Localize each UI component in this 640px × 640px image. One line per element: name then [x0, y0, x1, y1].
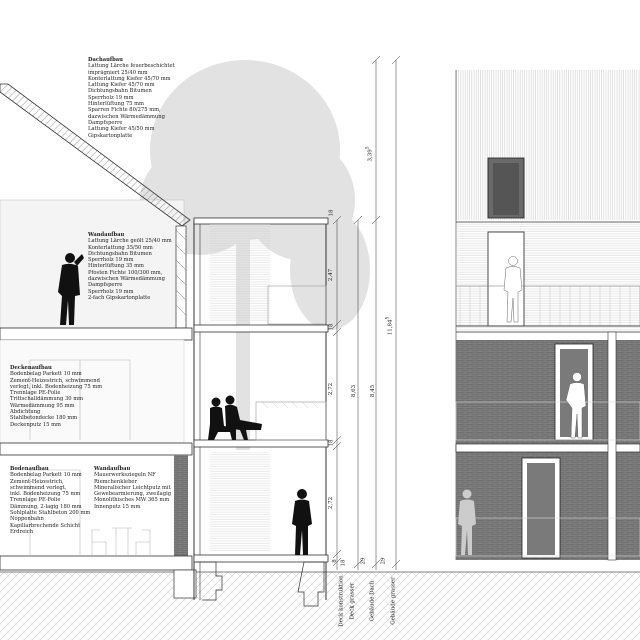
note-wandaufbau-unten: Wandaufbau Mauerwerksziegeln NF Riemchen… — [94, 466, 171, 510]
note-line: Dämmung, 2-lagig 180 mm — [10, 503, 82, 510]
note-line: Dampfsperre — [88, 282, 123, 289]
note-line: Pfosten Fichte 100/300 mm, — [88, 269, 163, 276]
note-line: dazwischen Wärmedämmung — [88, 276, 165, 283]
slab-middle — [0, 442, 193, 456]
note-line: Mineralischer Leichtputz mit — [94, 484, 171, 491]
note-line: Zement-Heizestrich, schwimmend — [10, 377, 100, 384]
note-wandaufbau-unten-title: Wandaufbau — [94, 466, 131, 472]
dim-top: 3,395 — [366, 146, 374, 161]
dim-slab1: 18 — [328, 439, 335, 447]
note-line: Lattung Kiefer 45/70 mm — [88, 82, 155, 89]
note-line: Bodenbelag Parkett 10 mm — [10, 472, 82, 479]
dim-slab2: 18 — [328, 323, 335, 331]
note-line: Abdichtung — [10, 409, 41, 416]
balcony-section — [193, 217, 329, 607]
left-house-section — [0, 83, 197, 599]
roof-cladding — [456, 70, 640, 220]
note-line: Gipskartonplatte — [88, 132, 133, 139]
note-bodenaufbau: Bodenaufbau Bodenbelag Parkett 10 mm Zem… — [10, 466, 90, 535]
dim-total-sup: 5 — [385, 316, 391, 320]
note-line: Sperrholz 19 mm — [88, 288, 134, 295]
note-line: imprägniert 25/40 mm — [88, 69, 148, 76]
note-line: Noppenbahn — [10, 516, 44, 523]
note-deckenaufbau-title: Deckenaufbau — [10, 365, 52, 371]
person-ground — [292, 489, 312, 555]
label-deck-konstruktion: Deck konstruktion — [338, 575, 345, 627]
note-line: Erdreich — [10, 528, 34, 535]
note-line: Hinterlüftung 35 mm — [88, 263, 144, 270]
dim-base-d: 29 — [380, 557, 387, 565]
note-line: Gewebearmierung, zweilagig — [94, 491, 172, 498]
ghost-person — [458, 489, 476, 555]
note-line: Sparren Fichte 80/275 mm, — [88, 107, 161, 114]
note-line: Mauerwerksziegeln NF — [94, 472, 156, 479]
note-line: inkl. Bodenheizung 75 mm — [10, 491, 81, 498]
label-deck-grasser: Deck grasser — [349, 582, 356, 620]
people-silhouettes — [58, 253, 312, 555]
facade-elevation — [455, 70, 640, 561]
note-line: schwimmend verlegt, — [10, 484, 67, 491]
note-line: Trennlage PE-Folie — [10, 390, 61, 397]
note-wandaufbau-oben: Wandaufbau Lattung Lärche geölt 25/40 mm… — [88, 232, 172, 301]
note-dachaufbau: Dachaufbau Lattung Lärche feuerbeschicht… — [88, 57, 175, 139]
note-line: 2-fach Gipskartonplatte — [88, 294, 151, 301]
note-line: Dampfsperre — [88, 119, 123, 126]
note-line: Dichtungsbahn Bitumen — [88, 250, 152, 257]
note-line: Monolithisches MW 365 mm — [94, 497, 170, 504]
note-line: Wärmedämmung 95 mm — [10, 402, 75, 409]
note-deckenaufbau: Deckenaufbau Bodenbelag Parkett 10 mm Ze… — [10, 365, 102, 428]
dim-base-a: 8 — [331, 559, 338, 563]
note-line: Sperrholz 19 mm — [88, 257, 134, 264]
dim-total-value: 11,84 — [387, 319, 394, 336]
brick-wall-section — [174, 455, 188, 570]
note-dachaufbau-title: Dachaufbau — [88, 57, 123, 63]
person-upper-left — [58, 253, 84, 325]
slab-upper — [0, 327, 193, 341]
dim-story-b: 8,45 — [370, 384, 377, 398]
note-line: Riemchenkleber — [94, 478, 137, 485]
dim-base-b: 18 — [340, 559, 347, 567]
note-line: Sohlplatte Stahlbeton 200 mm — [10, 510, 91, 517]
note-line: Bodenbelag Parkett 10 mm — [10, 371, 82, 378]
note-line: Lattung Kiefer 45/50 mm — [88, 126, 155, 133]
dim-top-value: 3,39 — [367, 149, 374, 162]
foundation-right — [297, 561, 325, 607]
note-line: Zement-Heizestrich, — [10, 478, 64, 485]
dim-og2: 2,47 — [328, 268, 335, 282]
dim-total: 11,845 — [385, 317, 393, 336]
note-line: Innenputz 15 mm — [94, 503, 141, 510]
note-line: Stahlbetondecke 180 mm — [10, 415, 78, 422]
ground-hatch — [0, 572, 640, 640]
dim-slab3: 18 — [328, 209, 335, 217]
note-line: Trittschalldämmung 30 mm — [10, 396, 84, 403]
note-wandaufbau-oben-title: Wandaufbau — [88, 232, 125, 238]
facade-people — [503, 256, 587, 439]
label-gebaeude-dach: Gebäude Dach — [369, 580, 376, 622]
note-line: dazwischen Wärmedämmung — [88, 113, 165, 120]
note-bodenaufbau-title: Bodenaufbau — [10, 466, 49, 472]
roof-section — [0, 83, 191, 227]
label-gebaeude-grasser: Gebäude grasser — [390, 577, 397, 625]
dim-top-sup: 5 — [365, 146, 371, 150]
note-line: Konterlattung Kiefer 45/70 mm — [88, 75, 171, 82]
dimension-lines — [332, 55, 401, 570]
dim-story-a: 8,63 — [351, 384, 358, 398]
note-line: Trennlage PE-Folie — [10, 497, 61, 504]
people-sitting — [208, 395, 262, 440]
dim-base-c: 29 — [360, 557, 367, 565]
dim-eg: 2,72 — [328, 496, 335, 510]
note-line: verlegt, inkl. Bodenheizung 75 mm — [10, 383, 103, 390]
note-line: Kapillarbrechende Schicht — [10, 522, 81, 529]
note-line: Konterlattung 35/50 mm — [88, 244, 153, 251]
note-line: Hinterlüftung 75 mm — [88, 101, 144, 108]
note-line: Dichtungsbahn Bitumen — [88, 88, 152, 95]
note-line: Lattung Lärche feuerbeschichtet — [88, 63, 175, 70]
dim-og1: 2,72 — [328, 382, 335, 396]
note-line: Deckenputz 15 mm — [10, 421, 61, 428]
foundation-left — [173, 569, 197, 599]
note-line: Sperrholz 19 mm — [88, 94, 134, 101]
note-line: Lattung Lärche geölt 25/40 mm — [88, 238, 172, 245]
